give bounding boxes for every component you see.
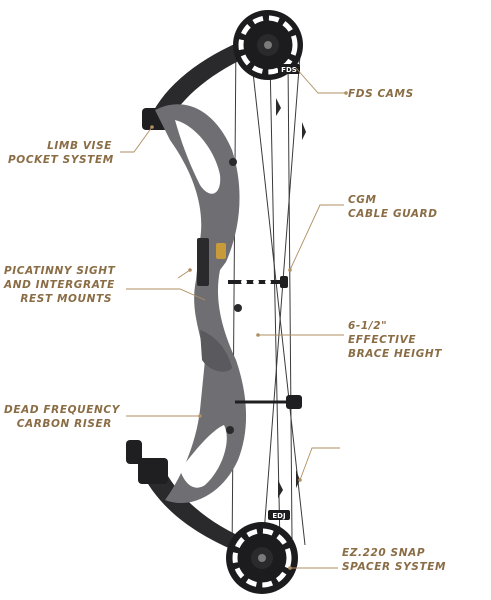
cable-cross-b <box>249 44 306 546</box>
leader-limb-vise <box>120 126 153 153</box>
label-line: PICATINNY SIGHT <box>4 265 116 277</box>
label-line: SPACER SYSTEM <box>342 561 447 573</box>
label-line: CARBON RISER <box>16 418 112 430</box>
label-limb-vise: LIMB VISE POCKET SYSTEM <box>8 139 114 167</box>
label-line: BRACE HEIGHT <box>348 348 443 360</box>
top-limb <box>150 38 258 124</box>
label-line: LIMB VISE <box>47 140 112 152</box>
top-cam: FDS <box>233 10 303 80</box>
label-cgm-cable-guard: CGM CABLE GUARD <box>348 193 438 221</box>
leader-picatinny-b <box>177 269 191 279</box>
leader-picatinny <box>126 288 206 301</box>
label-line: CABLE GUARD <box>348 208 438 220</box>
riser-bolt-lower <box>226 426 234 434</box>
riser-bolt-upper <box>229 158 237 166</box>
bowstring <box>231 34 237 561</box>
label-line: CGM <box>348 194 377 206</box>
top-yoke <box>276 98 281 116</box>
top-yoke-2 <box>302 122 306 140</box>
leader-fds-cams <box>295 67 346 94</box>
bottom-limb <box>140 462 252 555</box>
label-line: 6-1/2" <box>348 320 388 332</box>
riser <box>155 104 247 504</box>
limb-damper <box>126 440 142 464</box>
cable-rear <box>287 59 293 541</box>
bottom-cam: EDJ <box>226 510 298 594</box>
cable-mid <box>269 59 281 546</box>
label-line: EFFECTIVE <box>348 334 417 346</box>
leader-dots <box>150 91 348 570</box>
label-ez220: EZ.220 SNAP SPACER SYSTEM <box>342 546 446 574</box>
label-fds-cams: FDS CAMS <box>348 87 414 101</box>
cable-slide <box>280 276 288 288</box>
label-line: AND INTERGRATE <box>4 279 115 291</box>
label-picatinny: PICATINNY SIGHT AND INTERGRATE REST MOUN… <box>4 264 116 306</box>
bottom-yoke-2 <box>296 470 300 488</box>
grip <box>200 330 232 372</box>
label-line: FDS CAMS <box>348 88 414 100</box>
lower-riser-cutout <box>180 425 227 488</box>
cable-cross-a <box>261 54 301 561</box>
bottom-yoke <box>278 480 283 498</box>
label-line: POCKET SYSTEM <box>8 154 114 166</box>
leader-cgm <box>289 204 344 271</box>
leader-lines <box>120 67 346 569</box>
riser-logo-badge <box>216 243 226 259</box>
label-line: EZ.220 SNAP <box>342 547 426 559</box>
label-brace-height: 6-1/2" EFFECTIVE BRACE HEIGHT <box>348 319 442 361</box>
top-cam-text: FDS <box>281 66 297 74</box>
leader-ez220 <box>299 447 340 481</box>
picatinny-rail <box>197 238 209 286</box>
label-line: DEAD FREQUENCY <box>4 404 120 416</box>
cable-guard-hole-1 <box>241 279 247 285</box>
upper-riser-cutout <box>175 120 221 194</box>
bottom-limb-pocket <box>138 458 168 484</box>
stabilizer-end <box>286 395 302 409</box>
top-damper <box>142 110 154 128</box>
label-dead-frequency: DEAD FREQUENCY CARBON RISER <box>4 403 120 431</box>
label-line: REST MOUNTS <box>20 293 112 305</box>
cable-guard-hole-2 <box>253 279 259 285</box>
riser-logo-text: SICARIO <box>220 268 229 305</box>
bottom-cam-text: EDJ <box>272 512 285 520</box>
bow-strings <box>231 34 306 561</box>
cable-guard-hole-3 <box>265 279 271 285</box>
riser-bolt-mid <box>234 304 242 312</box>
